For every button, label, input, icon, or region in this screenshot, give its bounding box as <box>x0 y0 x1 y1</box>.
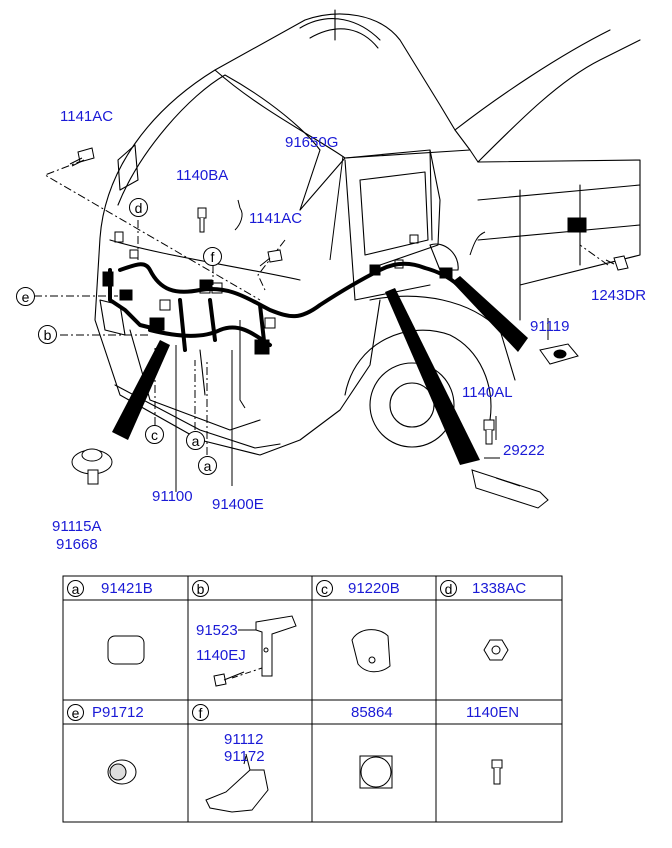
bolt-1140EJ <box>213 671 245 687</box>
bumper <box>114 384 281 449</box>
mirror <box>117 144 139 191</box>
label-91400E: 91400E <box>212 496 264 513</box>
table-f-91112: 91112 <box>224 731 264 748</box>
callout-c: c <box>145 425 164 444</box>
part-91421B <box>107 635 145 665</box>
hood-line <box>109 239 301 281</box>
callout-d: d <box>129 198 148 217</box>
windshield <box>117 74 321 211</box>
harness-branch <box>178 298 267 352</box>
wedge-91115A <box>112 340 170 440</box>
label-91668: 91668 <box>56 536 98 553</box>
label-91119: 91119 <box>530 318 570 335</box>
table-part-e: P91712 <box>92 704 144 721</box>
label-91650G: 91650G <box>285 134 339 151</box>
door-window <box>359 171 429 256</box>
label-91100: 91100 <box>152 488 193 505</box>
switch-91119 <box>539 343 579 365</box>
label-91115A: 91115A <box>52 518 102 535</box>
bed-rail <box>454 29 641 163</box>
nut-1338AC <box>483 639 509 661</box>
grille <box>129 329 261 431</box>
table-letter-a: a <box>67 580 84 597</box>
label-29222: 29222 <box>503 442 545 459</box>
table-part-c: 91220B <box>348 580 400 597</box>
bolt-1140AL <box>483 419 495 445</box>
harness-lower <box>148 325 272 347</box>
sensor-91115A <box>71 448 113 485</box>
label-1243DR: 1243DR <box>591 287 647 304</box>
part-P91712 <box>107 759 137 785</box>
wedge-29222 <box>385 288 480 465</box>
connector <box>102 271 114 287</box>
bolt-1140EN <box>491 759 503 785</box>
harness-left <box>108 268 162 332</box>
part-91220B <box>351 629 391 673</box>
table-b-1140EJ: 1140EJ <box>196 647 246 664</box>
table-part-d: 1338AC <box>472 580 527 597</box>
connector <box>439 267 453 279</box>
part-91523 <box>255 615 297 677</box>
table-f-91172: 91172 <box>224 748 265 765</box>
callout-a-1: a <box>186 431 205 450</box>
label-1141AC-top: 1141AC <box>60 108 114 125</box>
table-letter-f: f <box>192 704 209 721</box>
label-1140AL: 1140AL <box>462 384 513 401</box>
connector <box>149 317 165 331</box>
connector <box>254 339 270 355</box>
table-part-h: 1140EN <box>466 704 520 721</box>
bolt-1243DR <box>605 255 629 271</box>
label-1140BA: 1140BA <box>176 167 229 184</box>
harness-main <box>118 261 460 319</box>
table-part-a: 91421B <box>101 580 153 597</box>
wheel-arch <box>344 329 492 421</box>
table-b-91523: 91523 <box>196 622 238 639</box>
a-pillar <box>299 149 441 266</box>
bolt-1141AC-mid <box>259 249 283 267</box>
callout-b: b <box>38 325 57 344</box>
table-letter-b: b <box>192 580 209 597</box>
rack <box>299 9 381 49</box>
wedge-91119 <box>452 276 528 352</box>
connector <box>369 264 381 276</box>
part-85864 <box>359 755 393 789</box>
connector <box>119 289 133 301</box>
label-1141AC-mid: 1141AC <box>249 210 303 227</box>
front-face <box>94 237 381 456</box>
parts-table <box>62 575 563 823</box>
bracket-29222 <box>471 469 549 509</box>
ecu-box <box>567 217 587 233</box>
side-mirror <box>429 243 459 271</box>
callout-e: e <box>16 287 35 306</box>
cab-outline <box>99 13 641 321</box>
callout-a-2: a <box>198 456 217 475</box>
table-letter-d: d <box>440 580 457 597</box>
table-letter-c: c <box>316 580 333 597</box>
bolt-1140BA <box>197 207 207 233</box>
callout-f: f <box>203 247 222 266</box>
table-part-g: 85864 <box>351 704 393 721</box>
bolt-1141AC-top <box>69 147 95 167</box>
roof-line <box>214 69 471 159</box>
wheel <box>369 362 455 448</box>
table-letter-e: e <box>67 704 84 721</box>
part-91112 <box>205 753 269 813</box>
bed <box>477 184 641 286</box>
